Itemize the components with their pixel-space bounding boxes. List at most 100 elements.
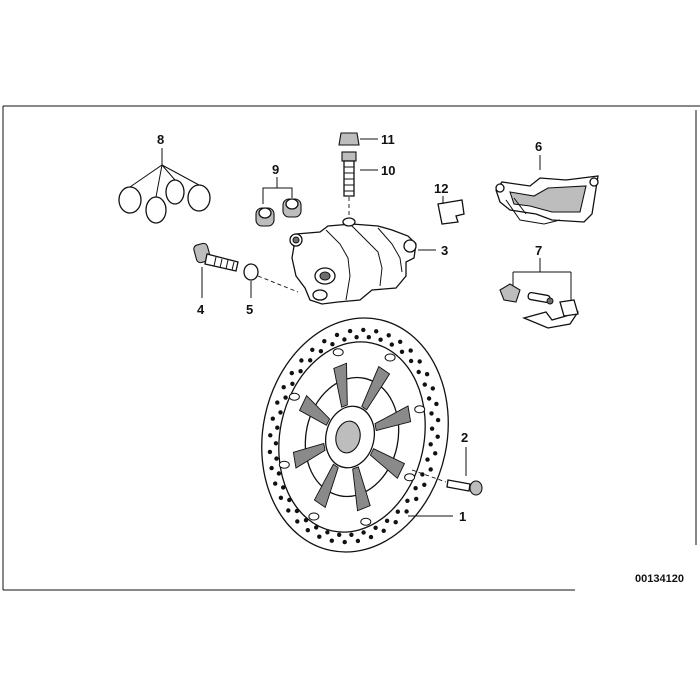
callout-12: 12: [434, 181, 448, 196]
bleed-screw[interactable]: [341, 151, 378, 222]
disc-vent-hole: [386, 333, 391, 338]
callout-labels: 1 2 3 4 5 6 7 8 9 10 11 12: [157, 132, 542, 524]
disc-vent-hole: [378, 337, 383, 342]
disc-vent-hole: [298, 369, 303, 374]
disc-vent-hole: [354, 335, 359, 340]
disc-vent-hole: [424, 372, 430, 377]
bleed-cap[interactable]: [338, 132, 378, 146]
disc-vent-hole: [322, 339, 327, 344]
disc-rivet: [308, 512, 320, 521]
disc-vent-hole: [355, 538, 361, 544]
disc-vent-hole: [434, 401, 439, 407]
disc-vent-hole: [366, 335, 371, 340]
callout-11: 11: [381, 132, 395, 147]
disc-vent-hole: [428, 467, 433, 472]
disc-vent-hole: [278, 410, 283, 415]
disc-vent-hole: [417, 359, 422, 364]
disc-rivet: [404, 473, 416, 482]
diagram-frame: [2, 105, 700, 591]
disc-carrier-spoke: [369, 448, 406, 480]
callout-9: 9: [272, 162, 279, 177]
callout-7: 7: [535, 243, 542, 258]
disc-vent-hole: [426, 396, 432, 401]
disc-bolt[interactable]: [411, 447, 483, 496]
disc-vent-hole: [408, 358, 414, 364]
disc-carrier-spoke: [352, 466, 371, 512]
disc-vent-hole: [294, 508, 300, 514]
disc-vent-hole: [275, 425, 280, 430]
disc-carrier-spoke: [374, 405, 412, 432]
disc-vent-hole: [281, 385, 286, 390]
disc-vent-hole: [268, 433, 273, 438]
disc-vent-hole: [433, 451, 438, 456]
disc-vent-hole: [283, 395, 288, 400]
caliper-bolt[interactable]: [193, 242, 239, 298]
disc-vent-hole: [416, 369, 421, 375]
disc-vent-hole: [290, 381, 295, 386]
disc-vent-hole: [317, 534, 322, 539]
disc-vent-hole: [269, 465, 274, 471]
disc-vent-hole: [413, 486, 418, 491]
disc-vent-hole: [384, 518, 390, 523]
callout-1: 1: [459, 509, 466, 524]
disc-vent-hole: [389, 342, 394, 347]
disc-carrier-spoke: [292, 442, 326, 469]
disc-vent-hole: [342, 539, 347, 545]
pad-pin-kit[interactable]: [499, 258, 579, 329]
disc-vent-hole: [303, 518, 309, 523]
disc-vent-hole: [373, 525, 378, 530]
disc-vent-hole: [273, 441, 279, 446]
disc-vent-hole: [330, 342, 335, 347]
seal-ring-set[interactable]: [118, 148, 211, 224]
brake-disc[interactable]: [240, 300, 469, 569]
disc-vent-hole: [399, 349, 405, 354]
disc-vent-hole: [430, 386, 435, 391]
disc-carrier-spoke: [298, 394, 331, 426]
disc-carrier-spoke: [333, 362, 348, 408]
disc-vent-hole: [273, 481, 278, 486]
callout-4: 4: [197, 302, 205, 317]
brake-pad-set[interactable]: [495, 155, 599, 225]
disc-vent-hole: [318, 349, 324, 354]
disc-rivet: [288, 392, 300, 401]
callout-8: 8: [157, 132, 164, 147]
disc-vent-hole: [286, 508, 291, 513]
disc-carrier-spoke: [313, 463, 339, 509]
disc-vent-hole: [429, 426, 435, 431]
disc-vent-hole: [267, 449, 273, 455]
disc-vent-hole: [314, 525, 319, 530]
disc-vent-hole: [281, 485, 286, 490]
disc-rivet: [360, 517, 372, 526]
disc-vent-hole: [275, 400, 280, 405]
disc-vent-hole: [374, 329, 379, 334]
disc-vent-hole: [329, 538, 334, 543]
callout-5: 5: [246, 302, 253, 317]
disc-vent-hole: [398, 339, 403, 344]
disc-rivet: [384, 353, 396, 362]
disc-vent-hole: [342, 337, 347, 342]
brake-caliper[interactable]: [289, 217, 436, 305]
retaining-clip[interactable]: [437, 196, 465, 225]
disc-vent-hole: [422, 482, 427, 487]
disc-vent-hole: [349, 532, 354, 537]
disc-vent-hole: [274, 456, 279, 461]
disc-vent-hole: [287, 497, 292, 503]
disc-vent-hole: [425, 457, 430, 462]
disc-vent-hole: [414, 496, 419, 502]
disc-vent-hole: [361, 327, 366, 333]
disc-vent-hole: [270, 416, 275, 421]
washer[interactable]: [243, 263, 299, 298]
disc-vent-hole: [276, 471, 282, 476]
disc-vent-hole: [435, 417, 441, 423]
disc-vent-hole: [337, 532, 342, 537]
disc-vent-hole: [334, 332, 340, 338]
disc-vent-hole: [429, 411, 434, 416]
disc-vent-hole: [393, 520, 398, 525]
disc-carrier-spoke: [361, 365, 391, 411]
disc-vent-hole: [361, 530, 366, 535]
disc-vent-hole: [295, 519, 300, 524]
bushing-pair[interactable]: [255, 177, 302, 227]
disc-rivet: [278, 460, 290, 469]
disc-vent-hole: [428, 442, 433, 447]
disc-vent-hole: [395, 509, 400, 514]
